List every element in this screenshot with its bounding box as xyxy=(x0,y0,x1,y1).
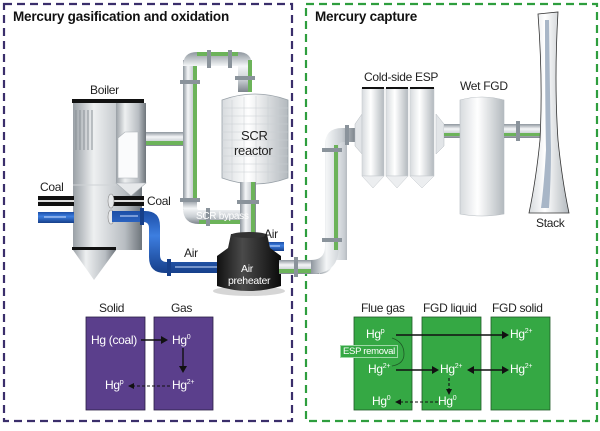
stack-label: Stack xyxy=(536,216,565,230)
species-superscript: 2+ xyxy=(524,328,533,335)
species-gas-hg0: Hg0 xyxy=(172,333,191,347)
species-liquid-hg0: Hg0 xyxy=(438,394,457,408)
flue-duct-to-esp xyxy=(279,125,355,277)
right-region-border xyxy=(304,2,599,423)
scr-reactor-label-line1: SCR xyxy=(241,128,268,143)
arrow-hgp-to-solid xyxy=(396,331,509,339)
species-superscript: 0 xyxy=(386,395,391,402)
arrow-hg0-to-hg2 xyxy=(179,348,187,373)
esp-removal-label: ESP removal xyxy=(340,345,398,358)
species-text: Hg xyxy=(510,327,525,341)
stack xyxy=(528,11,570,214)
flue-duct-to-fgd xyxy=(444,124,460,138)
air-preheater xyxy=(213,232,285,296)
species-flue-hgp: Hgp xyxy=(366,327,385,341)
species-superscript: 2+ xyxy=(382,363,391,370)
air-duct-left xyxy=(38,212,74,223)
wet-fgd-label: Wet FGD xyxy=(460,79,508,93)
column-header-solid: Solid xyxy=(99,301,125,315)
arrow-coal-to-hg0 xyxy=(141,336,168,344)
species-text: Hg xyxy=(440,362,455,376)
flue-duct-to-scr xyxy=(142,50,255,210)
species-superscript: p xyxy=(119,379,124,386)
species-superscript: p xyxy=(380,328,385,335)
right-region-title: Mercury capture xyxy=(315,9,418,24)
column-header-fgd-liquid: FGD liquid xyxy=(423,301,477,315)
species-text: Hg xyxy=(105,378,120,392)
species-solid-hgp: Hgp xyxy=(105,378,124,392)
species-hg-coal: Hg (coal) xyxy=(91,333,137,347)
coal-label-left: Coal xyxy=(40,180,64,194)
air-preheater-label-line1: Air xyxy=(241,263,253,275)
species-superscript: 2+ xyxy=(454,363,463,370)
arrow-liquid-solid-exchange xyxy=(467,366,509,374)
fgd-liquid-box xyxy=(421,316,482,411)
species-superscript: 2+ xyxy=(524,363,533,370)
species-text: Hg xyxy=(510,362,525,376)
species-flue-hg2: Hg2+ xyxy=(368,362,390,376)
arrow-hg2-to-liquid xyxy=(396,366,439,374)
column-header-fgd-solid: FGD solid xyxy=(492,301,543,315)
arrow-liquid-hg0-to-flue xyxy=(395,399,438,405)
flue-duct-to-stack xyxy=(504,121,540,141)
cold-side-esp xyxy=(354,87,445,189)
arrow-liquid-hg2-to-hg0 xyxy=(446,378,452,395)
air-preheater-label-line2: preheater xyxy=(228,275,271,287)
column-header-gas: Gas xyxy=(171,301,193,315)
species-superscript: 2+ xyxy=(186,379,195,386)
scr-bypass-duct xyxy=(180,198,240,226)
air-duct-preheater-to-boiler xyxy=(107,208,228,276)
species-text: Hg xyxy=(438,394,453,408)
coal-inlet-left xyxy=(38,196,74,206)
left-chemistry xyxy=(85,316,214,411)
scr-reactor-label-line2: reactor xyxy=(234,143,273,158)
species-text: Hg xyxy=(172,378,187,392)
cold-side-esp-label: Cold-side ESP xyxy=(364,70,439,84)
fgd-solid-box xyxy=(490,316,551,411)
column-header-flue-gas: Flue gas xyxy=(361,301,405,315)
wet-fgd xyxy=(459,96,505,217)
boiler xyxy=(72,99,147,280)
species-liquid-hg2: Hg2+ xyxy=(440,362,462,376)
air-label-duct: Air xyxy=(184,246,198,260)
species-solid-hg2-top: Hg2+ xyxy=(510,327,532,341)
left-region-title: Mercury gasification and oxidation xyxy=(13,9,229,24)
species-text: Hg xyxy=(366,327,381,341)
air-label-preheater: Air xyxy=(264,227,278,241)
species-text: Hg xyxy=(172,333,187,347)
species-flue-hg0: Hg0 xyxy=(372,394,391,408)
scr-bypass-label: SCR bypass xyxy=(196,211,249,222)
solid-phase-box xyxy=(85,316,146,411)
species-solid-hg2-mid: Hg2+ xyxy=(510,362,532,376)
species-text: Hg xyxy=(368,362,383,376)
species-gas-hg2: Hg2+ xyxy=(172,378,194,392)
boiler-label: Boiler xyxy=(90,83,119,97)
scr-reactor xyxy=(221,93,289,234)
coal-label-right: Coal xyxy=(147,194,171,208)
species-superscript: 0 xyxy=(452,395,457,402)
left-region-border xyxy=(2,2,294,423)
coal-inlet-right xyxy=(107,193,144,209)
right-chemistry xyxy=(353,316,551,411)
arrow-hg2-to-hgp xyxy=(128,383,170,389)
flue-gas-box xyxy=(353,316,413,411)
species-superscript: 0 xyxy=(186,334,191,341)
species-text: Hg xyxy=(372,394,387,408)
